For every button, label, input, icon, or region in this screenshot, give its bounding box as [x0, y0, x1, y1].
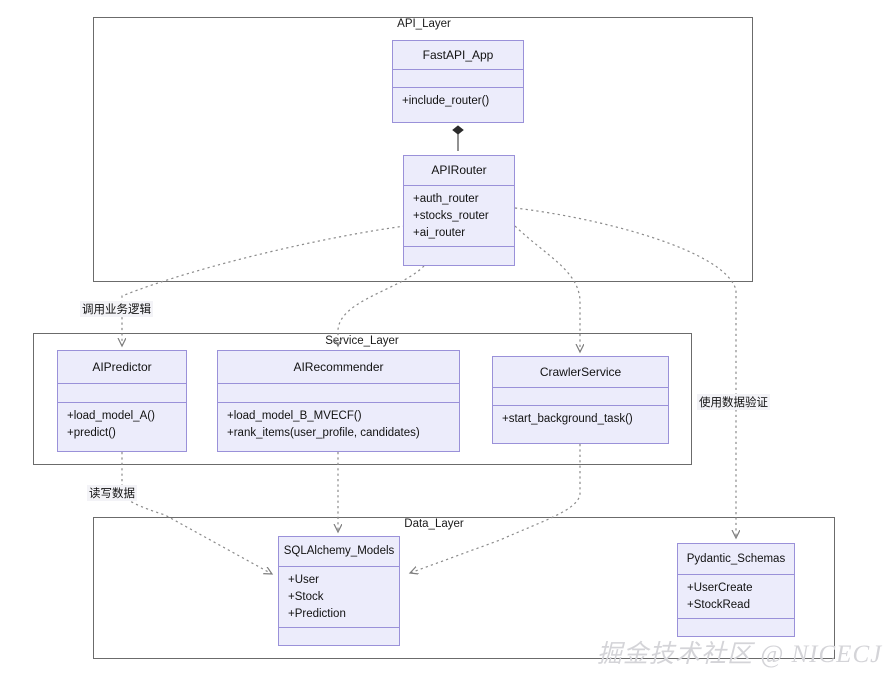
- class-box-fastapi-app[interactable]: FastAPI_App +include_router(): [392, 40, 524, 123]
- class-member: +UserCreate: [687, 582, 753, 594]
- class-member: +load_model_A(): [67, 410, 155, 422]
- class-member: +Stock: [288, 590, 324, 603]
- class-member: +auth_router: [413, 192, 479, 205]
- class-attributes-crawlerservice: [493, 388, 668, 406]
- edge-label-call-business-logic: 调用业务逻辑: [80, 301, 153, 317]
- class-methods-crawlerservice: +start_background_task(): [493, 406, 668, 432]
- package-data-layer-label: Data_Layer: [400, 518, 468, 530]
- class-title-apirouter: APIRouter: [404, 156, 514, 186]
- package-api-layer-label: API_Layer: [393, 18, 455, 30]
- class-attributes-pydantic-schemas: +UserCreate +StockRead: [678, 575, 794, 619]
- class-attributes-aipredictor: [58, 384, 186, 403]
- class-box-pydantic-schemas[interactable]: Pydantic_Schemas +UserCreate +StockRead: [677, 543, 795, 637]
- edge-label-read-write-data: 读写数据: [87, 485, 137, 501]
- class-title-pydantic-schemas: Pydantic_Schemas: [678, 544, 794, 575]
- class-box-sqlalchemy-models[interactable]: SQLAlchemy_Models +User +Stock +Predicti…: [278, 536, 400, 646]
- class-attributes-airecommender: [218, 384, 459, 403]
- class-member: +predict(): [67, 427, 116, 439]
- class-member: +ai_router: [413, 226, 466, 239]
- class-member: +stocks_router: [413, 209, 489, 222]
- class-box-apirouter[interactable]: APIRouter +auth_router +stocks_router +a…: [403, 155, 515, 266]
- class-title-crawlerservice: CrawlerService: [493, 357, 668, 388]
- class-methods-airecommender: +load_model_B_MVECF() +rank_items(user_p…: [218, 403, 459, 446]
- class-methods-aipredictor: +load_model_A() +predict(): [58, 403, 186, 446]
- class-box-crawlerservice[interactable]: CrawlerService +start_background_task(): [492, 356, 669, 444]
- class-attributes-sqlalchemy-models: +User +Stock +Prediction: [279, 567, 399, 628]
- class-box-aipredictor[interactable]: AIPredictor +load_model_A() +predict(): [57, 350, 187, 452]
- watermark-text: 掘金技术社区 @ NICECJ: [597, 641, 883, 668]
- class-title-airecommender: AIRecommender: [218, 351, 459, 384]
- package-service-layer-label: Service_Layer: [321, 335, 403, 347]
- class-methods-apirouter: [404, 247, 514, 265]
- class-member: +include_router(): [402, 95, 490, 107]
- class-member: +load_model_B_MVECF(): [227, 410, 362, 422]
- class-member: +Prediction: [288, 607, 346, 620]
- class-member: +StockRead: [687, 599, 750, 611]
- class-box-airecommender[interactable]: AIRecommender +load_model_B_MVECF() +ran…: [217, 350, 460, 452]
- class-title-fastapi-app: FastAPI_App: [393, 41, 523, 70]
- class-member: +start_background_task(): [502, 413, 633, 425]
- class-member: +rank_items(user_profile, candidates): [227, 427, 420, 439]
- class-methods-fastapi-app: +include_router(): [393, 88, 523, 114]
- class-title-aipredictor: AIPredictor: [58, 351, 186, 384]
- class-attributes-fastapi-app: [393, 70, 523, 88]
- class-methods-sqlalchemy-models: [279, 628, 399, 645]
- edge-label-use-data-validation: 使用数据验证: [697, 394, 770, 410]
- class-attributes-apirouter: +auth_router +stocks_router +ai_router: [404, 186, 514, 247]
- class-member: +User: [288, 573, 319, 586]
- class-title-sqlalchemy-models: SQLAlchemy_Models: [279, 537, 399, 567]
